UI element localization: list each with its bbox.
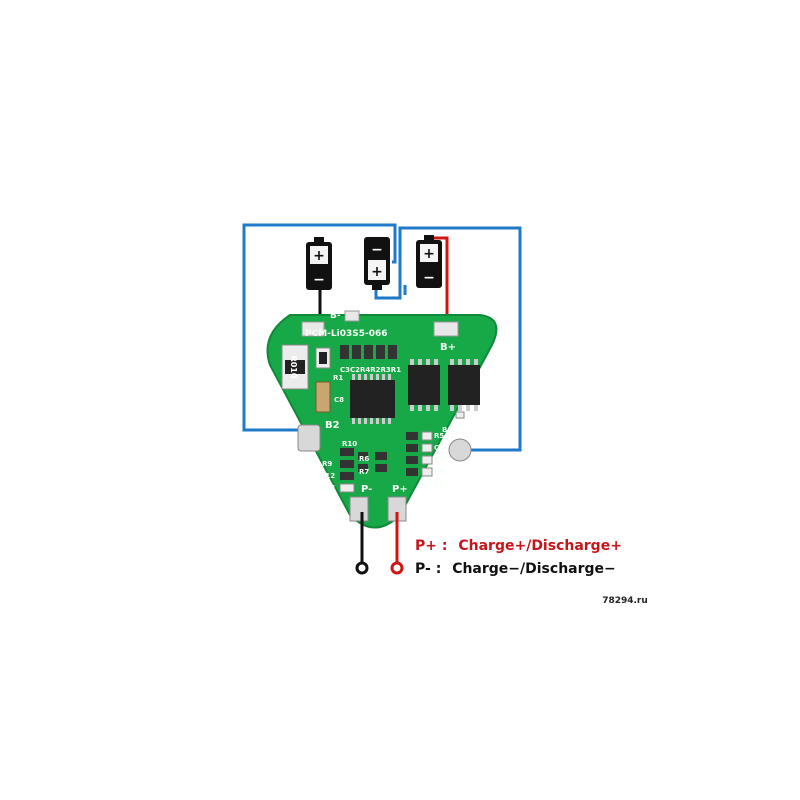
- pad-b-plus: [433, 321, 459, 337]
- shunt-resistor-label: R010: [289, 356, 298, 379]
- svg-text:P- : Charge−/Disch: P- : Charge−/Discharge−: [415, 561, 616, 577]
- pcb-label-r10: R10: [342, 440, 357, 448]
- pcb-label-b-minus: B-: [330, 311, 341, 321]
- battery-1: + −: [306, 237, 332, 290]
- pcb-board: B- PCM-Li03S5-066 B+ R010 R1 C8 C3C2R4R2…: [266, 310, 498, 529]
- legend: P+ : Charge+/Discharge+ P- : Charge−/Dis…: [415, 538, 622, 577]
- battery-3: + −: [416, 235, 442, 288]
- pcb-label-b2: B2: [325, 420, 340, 431]
- battery-2: − +: [364, 237, 390, 290]
- pcb-label-p-plus: P+: [392, 484, 408, 495]
- legend-p-minus-term: P-: [415, 561, 431, 577]
- pcb-label-c4: C4: [434, 444, 444, 452]
- pad-p-minus: [349, 496, 369, 522]
- pad-b1: [448, 438, 472, 462]
- pcb-label-c1: C1: [326, 484, 336, 492]
- pcb-model-label: PCM-Li03S5-066: [305, 329, 388, 339]
- battery-2-plus-label: +: [371, 264, 383, 280]
- pcb-label-b1: B1: [442, 426, 452, 434]
- pcb-label-r7: R7: [359, 468, 369, 476]
- battery-1-plus-label: +: [313, 248, 325, 264]
- watermark: 78294.ru: [602, 596, 648, 606]
- right-lower-parts: [406, 431, 433, 477]
- pad-b-minus: [301, 321, 325, 337]
- pcb-label-b-plus: B+: [440, 342, 456, 353]
- pcb-label-p-minus: P-: [361, 484, 372, 495]
- mosfet-2: [448, 359, 480, 411]
- terminal-p-plus: [390, 561, 404, 575]
- pcb-label-c8: C8: [334, 396, 344, 404]
- legend-p-minus-colon: :: [436, 561, 442, 577]
- left-lower-parts: [339, 448, 387, 493]
- legend-p-plus-term: P+: [415, 538, 437, 554]
- svg-text:P+ : Charge+/Disch: P+ : Charge+/Discharge+: [415, 538, 622, 554]
- small-parts-row: [340, 345, 397, 359]
- pcb-label-c7: C7: [434, 480, 444, 488]
- pcb-label-r12: R12: [320, 472, 335, 480]
- mosfet-1: [408, 359, 440, 411]
- battery-1-minus-label: −: [313, 272, 325, 288]
- protection-ic: [350, 374, 395, 424]
- legend-p-minus-desc: Charge−/Discharge−: [452, 561, 616, 577]
- wire-mid-battery: [374, 226, 522, 452]
- pcb-label-c5: C5: [434, 456, 444, 464]
- pcb-label-c6: C6: [434, 468, 444, 476]
- wire-outer-left: [242, 223, 397, 432]
- pcb-label-r6: R6: [359, 455, 369, 463]
- pad-b2: [297, 424, 321, 452]
- battery-3-plus-label: +: [423, 246, 435, 262]
- pcb-label-cap-row: C3C2R4R2R3R1: [340, 366, 401, 374]
- terminal-p-minus: [355, 561, 369, 575]
- legend-p-plus-desc: Charge+/Discharge+: [458, 538, 622, 554]
- pcb-label-r9: R9: [322, 460, 332, 468]
- wire-red-b-plus: [430, 236, 449, 330]
- battery-3-minus-label: −: [423, 270, 435, 286]
- pcb-label-r1: R1: [333, 374, 343, 382]
- pcb-label-r5: R5: [434, 432, 444, 440]
- blue-wires: [242, 223, 522, 452]
- battery-2-minus-label: −: [371, 242, 383, 258]
- legend-p-plus-colon: :: [442, 538, 448, 554]
